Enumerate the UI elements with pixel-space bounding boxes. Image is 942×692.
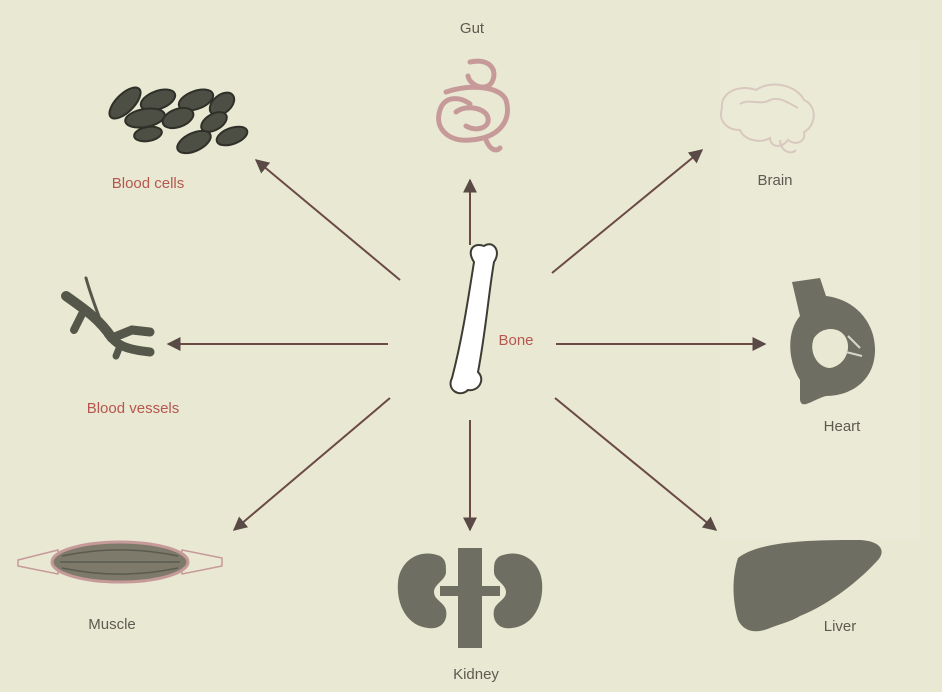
gut-icon: [439, 61, 508, 150]
bone-icon: [451, 244, 497, 393]
label-kidney: Kidney: [453, 666, 499, 683]
arrow-to-muscle: [234, 398, 390, 530]
blood-cells-icon: [104, 82, 249, 157]
label-brain: Brain: [757, 172, 792, 189]
muscle-icon: [18, 542, 222, 582]
label-heart: Heart: [824, 418, 861, 435]
arrow-to-blood-cells: [256, 160, 400, 280]
label-bone: Bone: [498, 332, 533, 349]
arrow-to-liver: [555, 398, 716, 530]
label-muscle: Muscle: [88, 616, 136, 633]
label-gut: Gut: [460, 20, 484, 37]
blood-vessels-icon: [66, 278, 150, 356]
label-blood-cells: Blood cells: [112, 175, 185, 192]
label-liver: Liver: [824, 618, 857, 635]
liver-icon: [734, 540, 882, 631]
arrow-to-brain: [552, 150, 702, 273]
label-blood-vessels: Blood vessels: [87, 400, 180, 417]
kidney-icon: [398, 548, 542, 648]
